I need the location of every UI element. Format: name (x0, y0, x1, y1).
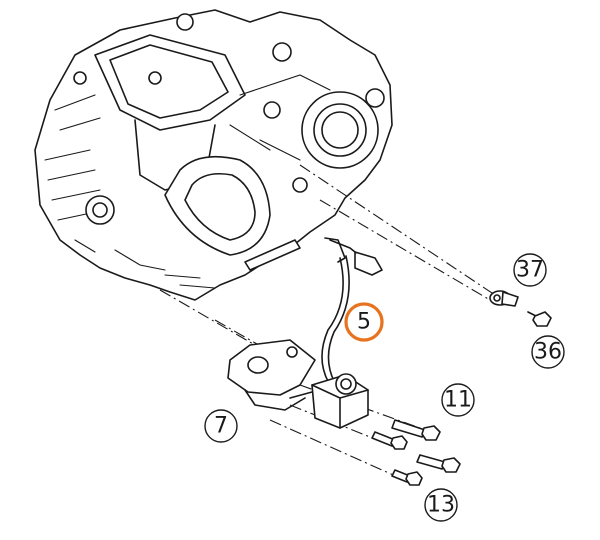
small-bolt-part (527, 311, 552, 327)
bolts-13-part (391, 454, 461, 486)
callout-37: 37 (513, 253, 547, 287)
callout-label: 11 (444, 388, 472, 413)
callout-label: 7 (214, 414, 228, 439)
callout-label: 37 (516, 258, 544, 283)
callout-5: 5 (344, 302, 384, 342)
callout-ring (204, 409, 238, 443)
callout-label: 13 (427, 493, 455, 518)
callout-ring (531, 335, 565, 369)
callout-ring (513, 253, 547, 287)
callout-label: 36 (534, 340, 562, 365)
bolts-11-part (371, 419, 441, 450)
callout-ring (441, 383, 475, 417)
callout-13: 13 (424, 488, 458, 522)
crankcase (34, 9, 393, 301)
bracket-part (227, 339, 316, 411)
sensor-body-part (289, 373, 369, 429)
washer-part (489, 290, 519, 307)
callout-7: 7 (204, 409, 238, 443)
callout-36: 36 (531, 335, 565, 369)
callout-ring (344, 302, 384, 342)
callout-label: 5 (357, 310, 371, 335)
callout-ring (424, 488, 458, 522)
callout-11: 11 (441, 383, 475, 417)
sensor-cable-part (321, 237, 383, 386)
